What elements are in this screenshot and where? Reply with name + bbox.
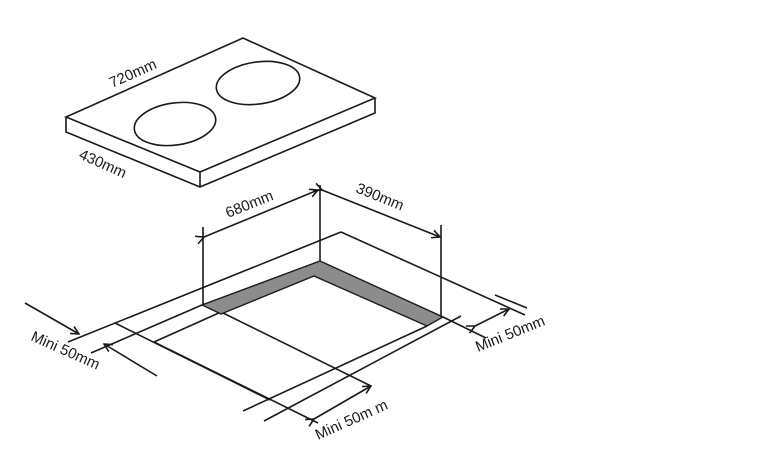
left-clearance-arrow-a — [24, 302, 79, 334]
depth-arrow — [322, 190, 440, 237]
hob-top — [63, 37, 377, 173]
hob-depth-label: 430mm — [76, 146, 129, 182]
burner-back — [215, 60, 301, 106]
width-arrow — [204, 190, 318, 237]
left-clearance-arrow-b — [104, 344, 158, 377]
burner-front — [133, 101, 217, 147]
countertop — [67, 185, 528, 424]
front-clearance-label: Mini 50m m — [313, 397, 391, 444]
hob — [63, 37, 377, 188]
left-clearance-label: Mini 50mm — [28, 328, 102, 373]
front-clearance-arrow — [314, 386, 371, 419]
right-clearance-label: Mini 50mm — [473, 312, 547, 355]
right-clearance-arrow — [475, 309, 509, 326]
cutout-depth-label: 390mm — [354, 180, 407, 215]
dimension-arrows — [24, 190, 509, 419]
cutout-shading — [200, 260, 445, 327]
cutout-width-label: 680mm — [223, 187, 276, 222]
